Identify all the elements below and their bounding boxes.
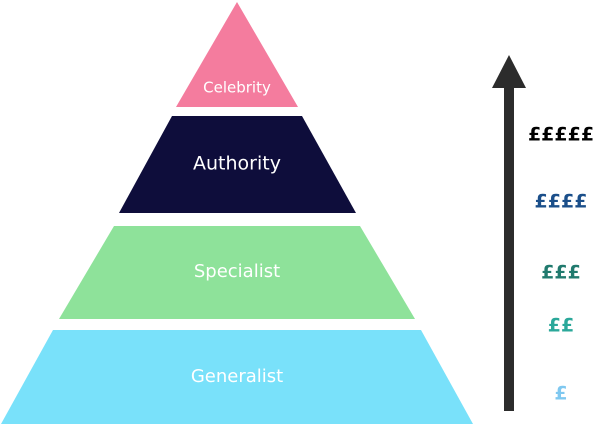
tier-celebrity-label: Celebrity <box>203 79 271 97</box>
price-level-3: £££ <box>541 262 581 284</box>
tier-authority-label: Authority <box>193 153 281 175</box>
up-arrow-shaft <box>504 84 514 411</box>
price-level-1: £ <box>554 383 567 405</box>
tier-authority-shape <box>119 116 356 213</box>
tier-celebrity: Celebrity <box>176 2 298 107</box>
tier-specialist: Specialist <box>59 226 415 319</box>
tier-celebrity-shape <box>176 2 298 107</box>
price-level-5: £££££ <box>528 124 594 146</box>
tier-generalist-shape <box>1 330 473 424</box>
price-level-2: ££ <box>548 315 574 337</box>
tier-generalist: Generalist <box>1 330 473 424</box>
up-arrow-head <box>492 55 526 88</box>
tier-specialist-label: Specialist <box>194 261 280 282</box>
price-level-4: ££££ <box>535 191 588 213</box>
tier-authority: Authority <box>119 116 356 213</box>
up-arrow-icon <box>492 55 526 411</box>
tier-specialist-shape <box>59 226 415 319</box>
tier-generalist-label: Generalist <box>191 366 283 387</box>
